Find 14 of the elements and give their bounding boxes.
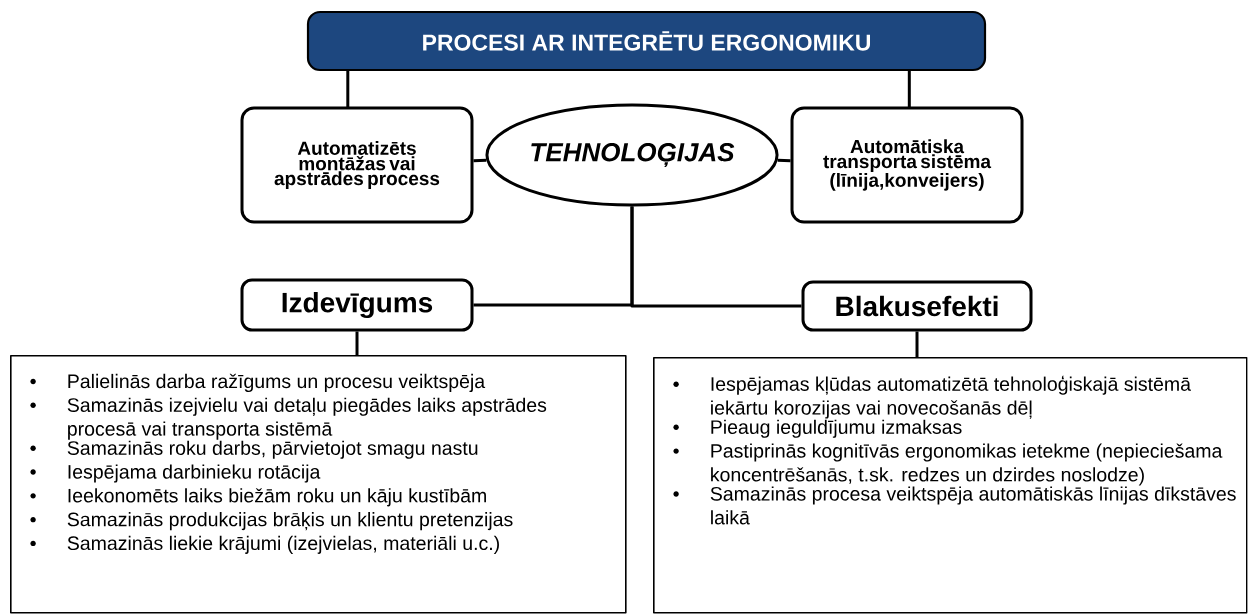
connector-line	[907, 71, 911, 107]
connector-line	[473, 158, 487, 163]
heading-box: Izdevīgums	[240, 278, 474, 332]
connector-line	[915, 331, 919, 357]
heading-box: Blakusefekti	[801, 280, 1033, 332]
title-banner: PROCESI AR INTEGRĒTU ERGONOMIKU	[306, 10, 987, 72]
process-box: Automātiska transporta sistēma (līnija,konveijers)	[790, 106, 1024, 224]
connector-line	[630, 206, 802, 308]
connector-line	[777, 158, 791, 163]
connector-line	[355, 331, 359, 355]
process-box: Automatizēts montāžas vai apstrādes process	[240, 106, 474, 224]
connector-line	[346, 71, 350, 107]
bullet-list-box: Iespējamas kļūdas automatizētā tehnoloģiskajā sistēmā iekārtu korozijas vai novecošanās dēļ Pieaug ieguldījumu izmaksas Pastiprinās kognitīvās ergonomikas ietekme (nepieciešama koncentrēšanās, t.sk. redzes un dzirdes noslodze) Samazinās procesa veiktspēja automātiskās līnijas dīkstāves laikā	[653, 357, 1248, 614]
bullet-list-box: Palielinās darba ražīgums un procesu veiktspēja Samazinās izejvielu vai detaļu piegādes laiks apstrādes procesā vai transporta sistēmā Samazinās roku darbs, pārvietojot smagu nastu Iespējama darbinieku rotācija Ieekonomēts laiks biežām roku un kāju kustībām Samazinās produkcijas brāķis un klientu pretenzijas Samazinās liekie krājumi (izejvielas, materiāli u.c.)	[10, 355, 627, 614]
